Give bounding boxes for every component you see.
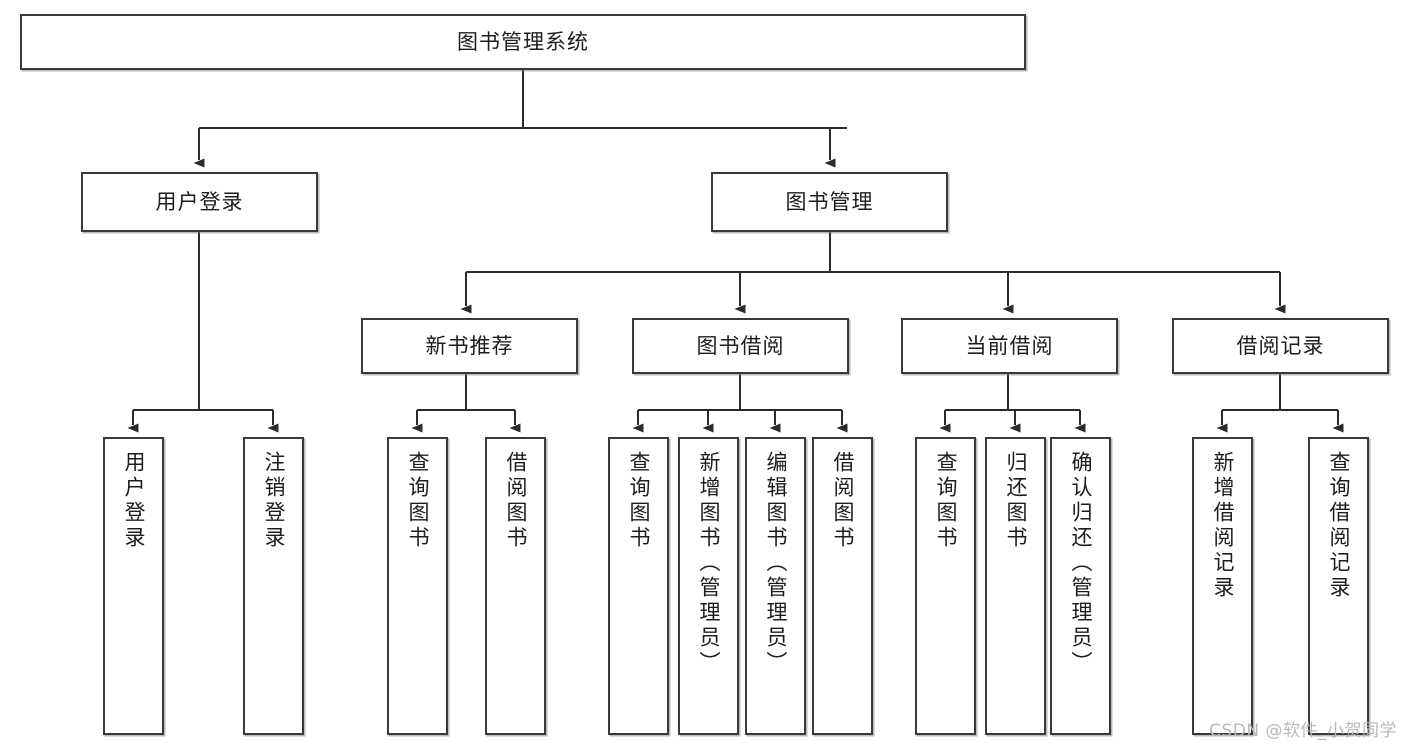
leaf-book-borrow-2-label: 新增图书（管理员）: [697, 451, 721, 676]
leaf-book-borrow-1[interactable]: 查询图书: [608, 437, 669, 735]
leaf-new-book-1-label: 查询图书: [406, 451, 430, 551]
leaf-borrow-record-1-label: 新增借阅记录: [1211, 451, 1235, 601]
leaf-new-book-2-label: 借阅图书: [504, 451, 528, 551]
node-book-manage-label: 图书管理: [785, 189, 874, 214]
node-borrow-record-label: 借阅记录: [1236, 333, 1325, 358]
leaf-borrow-record-1[interactable]: 新增借阅记录: [1192, 437, 1253, 735]
leaf-current-borrow-2[interactable]: 归还图书: [985, 437, 1046, 735]
node-current-borrow[interactable]: 当前借阅: [901, 318, 1118, 374]
leaf-user-login-1-label: 用户登录: [122, 451, 146, 551]
leaf-user-login-2[interactable]: 注销登录: [243, 437, 304, 735]
node-new-book-label: 新书推荐: [425, 333, 514, 358]
node-new-book[interactable]: 新书推荐: [361, 318, 578, 374]
watermark: CSDN @软件_小贺同学: [1209, 721, 1397, 741]
leaf-borrow-record-2[interactable]: 查询借阅记录: [1308, 437, 1369, 735]
leaf-borrow-record-2-label: 查询借阅记录: [1327, 451, 1351, 601]
node-borrow-record[interactable]: 借阅记录: [1172, 318, 1389, 374]
node-root-label: 图书管理系统: [457, 29, 589, 54]
leaf-user-login-2-label: 注销登录: [262, 451, 286, 551]
node-root[interactable]: 图书管理系统: [20, 14, 1026, 70]
leaf-book-borrow-4[interactable]: 借阅图书: [812, 437, 873, 735]
leaf-current-borrow-1[interactable]: 查询图书: [915, 437, 976, 735]
leaf-current-borrow-2-label: 归还图书: [1004, 451, 1028, 551]
leaf-book-borrow-3-label: 编辑图书（管理员）: [764, 451, 788, 676]
leaf-book-borrow-4-label: 借阅图书: [831, 451, 855, 551]
node-current-borrow-label: 当前借阅: [965, 333, 1054, 358]
node-user-login-label: 用户登录: [155, 189, 244, 214]
leaf-user-login-1[interactable]: 用户登录: [103, 437, 164, 735]
leaf-new-book-1[interactable]: 查询图书: [387, 437, 448, 735]
leaf-book-borrow-2[interactable]: 新增图书（管理员）: [678, 437, 739, 735]
leaf-new-book-2[interactable]: 借阅图书: [485, 437, 546, 735]
leaf-current-borrow-1-label: 查询图书: [934, 451, 958, 551]
leaf-book-borrow-1-label: 查询图书: [627, 451, 651, 551]
leaf-current-borrow-3-label: 确认归还（管理员）: [1069, 451, 1093, 676]
node-book-borrow-label: 图书借阅: [696, 333, 785, 358]
node-book-borrow[interactable]: 图书借阅: [632, 318, 849, 374]
leaf-book-borrow-3[interactable]: 编辑图书（管理员）: [745, 437, 806, 735]
node-book-manage[interactable]: 图书管理: [711, 172, 948, 232]
leaf-current-borrow-3[interactable]: 确认归还（管理员）: [1050, 437, 1111, 735]
node-user-login[interactable]: 用户登录: [81, 172, 318, 232]
